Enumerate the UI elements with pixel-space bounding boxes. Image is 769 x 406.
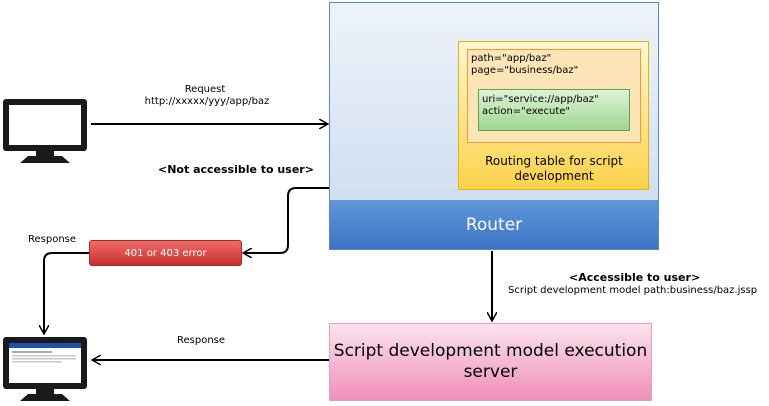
router-to-error-arrow [244,187,329,253]
response-label-bottom: Response [177,335,226,346]
error-box: 401 or 403 error [89,240,242,266]
error-to-client-arrow [44,252,89,333]
routing-path: path="app/baz" [471,53,552,64]
execution-server-box: Script development model execution serve… [329,323,652,401]
response-label-top: Response [28,234,77,245]
routing-uri: uri="service://app/baz" [482,94,599,105]
accessible-label: <Accessible to user> [569,271,701,284]
not-accessible-label: <Not accessible to user> [158,163,314,176]
client-monitor-icon [3,99,87,163]
client-monitor-with-page-icon [3,337,87,401]
script-path-label: Script development model path:business/b… [508,285,758,296]
request-url: http://xxxxx/yyy/app/baz [144,96,270,107]
routing-page: page="business/baz" [471,65,579,76]
routing-target [478,89,630,131]
routing-table-caption: Routing table for script development [485,154,623,183]
router-label: Router [330,200,658,249]
routing-action: action="execute" [482,106,571,117]
request-label: Request [184,84,226,95]
